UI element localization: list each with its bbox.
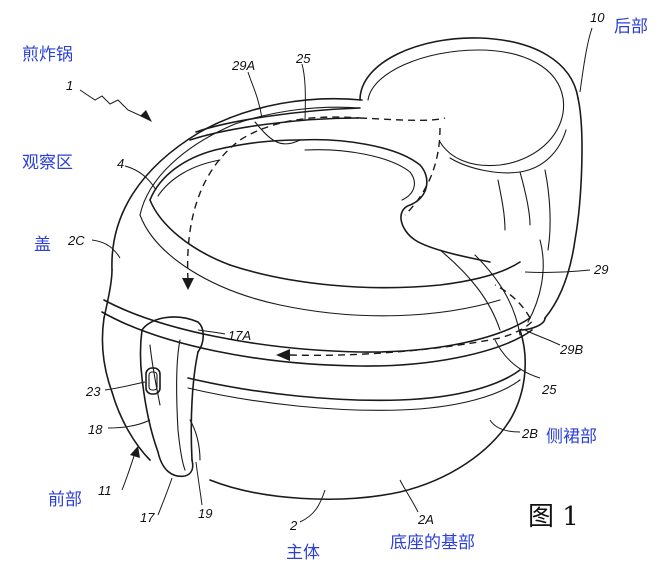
ref-25-mid: 25 xyxy=(541,382,557,397)
ref-29A: 29A xyxy=(231,58,255,73)
ref-11: 11 xyxy=(98,483,112,498)
figure-label: 图 1 xyxy=(528,502,579,532)
ref-17A: 17A xyxy=(228,328,251,343)
body-drawing xyxy=(101,239,544,500)
label-fryer: 煎炸锅 xyxy=(22,45,73,65)
label-lid: 盖 xyxy=(34,235,51,255)
ref-18: 18 xyxy=(88,422,103,437)
airflow-path xyxy=(182,116,536,361)
ref-25-top: 25 xyxy=(295,51,311,66)
front-handle-drawing xyxy=(139,316,205,478)
label-main-body: 主体 xyxy=(286,543,320,563)
lid-drawing xyxy=(103,97,521,336)
ref-2: 2 xyxy=(289,518,298,533)
label-side-skirt: 侧裙部 xyxy=(546,427,597,447)
ref-1: 1 xyxy=(66,78,73,93)
label-front: 前部 xyxy=(48,490,82,510)
ref-10: 10 xyxy=(590,10,605,25)
rear-unit-drawing xyxy=(359,37,583,331)
ref-29: 29 xyxy=(593,262,608,277)
ref-19: 19 xyxy=(198,506,212,521)
label-viewing-area: 观察区 xyxy=(22,153,73,173)
arrow-head-left xyxy=(276,349,290,361)
label-rear: 后部 xyxy=(614,17,648,37)
ref-2C: 2C xyxy=(67,233,85,248)
ref-17: 17 xyxy=(140,510,155,525)
leader-lines xyxy=(79,27,593,523)
arrow-head-down xyxy=(182,278,194,290)
ref-23: 23 xyxy=(85,384,101,399)
ref-2A: 2A xyxy=(417,512,434,527)
ref-2B: 2B xyxy=(521,426,538,441)
ref-4: 4 xyxy=(117,156,124,171)
ref-29B: 29B xyxy=(559,342,583,357)
label-base-bottom: 底座的基部 xyxy=(390,533,475,553)
